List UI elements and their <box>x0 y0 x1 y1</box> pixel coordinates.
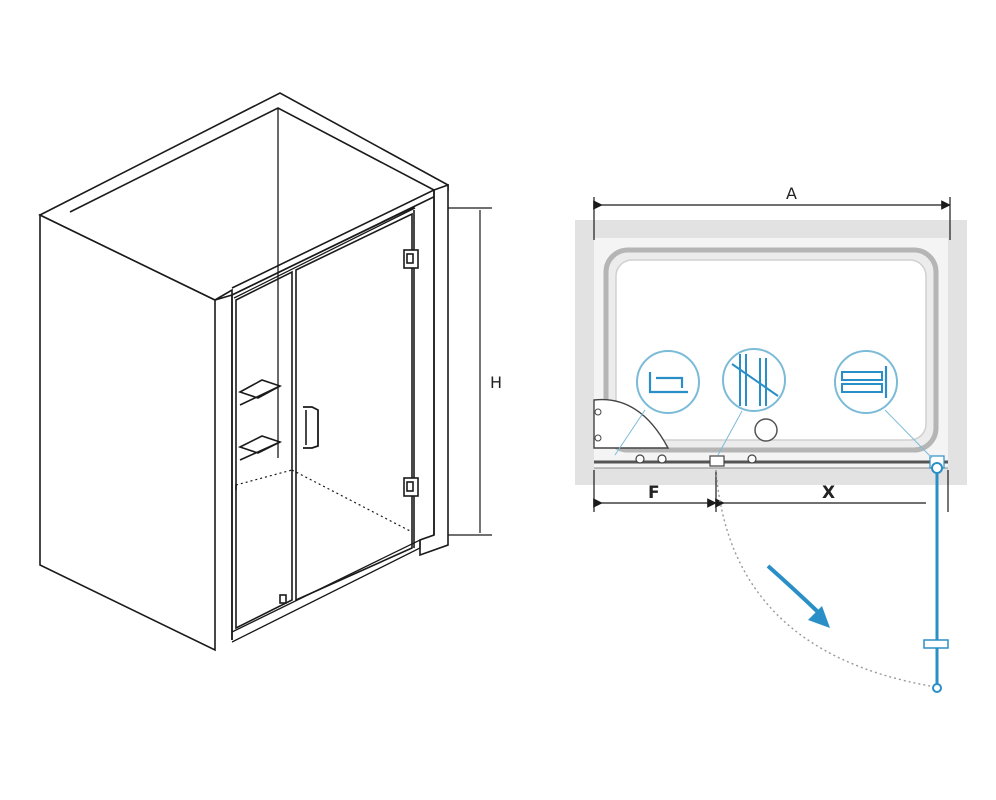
fixed-glass-panel <box>235 270 293 630</box>
profile-detail-icon <box>717 348 786 456</box>
door-label: X <box>822 483 835 503</box>
drain <box>754 418 778 442</box>
plan-view <box>575 197 967 693</box>
swing-arrow-icon <box>766 564 820 614</box>
width-label: A <box>786 184 797 203</box>
handle-detail-icon <box>834 350 933 459</box>
height-label: H <box>490 373 502 392</box>
isometric-view <box>38 92 492 652</box>
fixed-panel-label: F <box>648 483 660 503</box>
hinge-top <box>403 249 419 269</box>
hinge-bottom <box>403 477 419 497</box>
swing-arc <box>715 469 931 687</box>
hinge-detail-icon <box>614 350 700 456</box>
door-handle <box>303 406 319 449</box>
door-glass-panel <box>295 212 413 602</box>
